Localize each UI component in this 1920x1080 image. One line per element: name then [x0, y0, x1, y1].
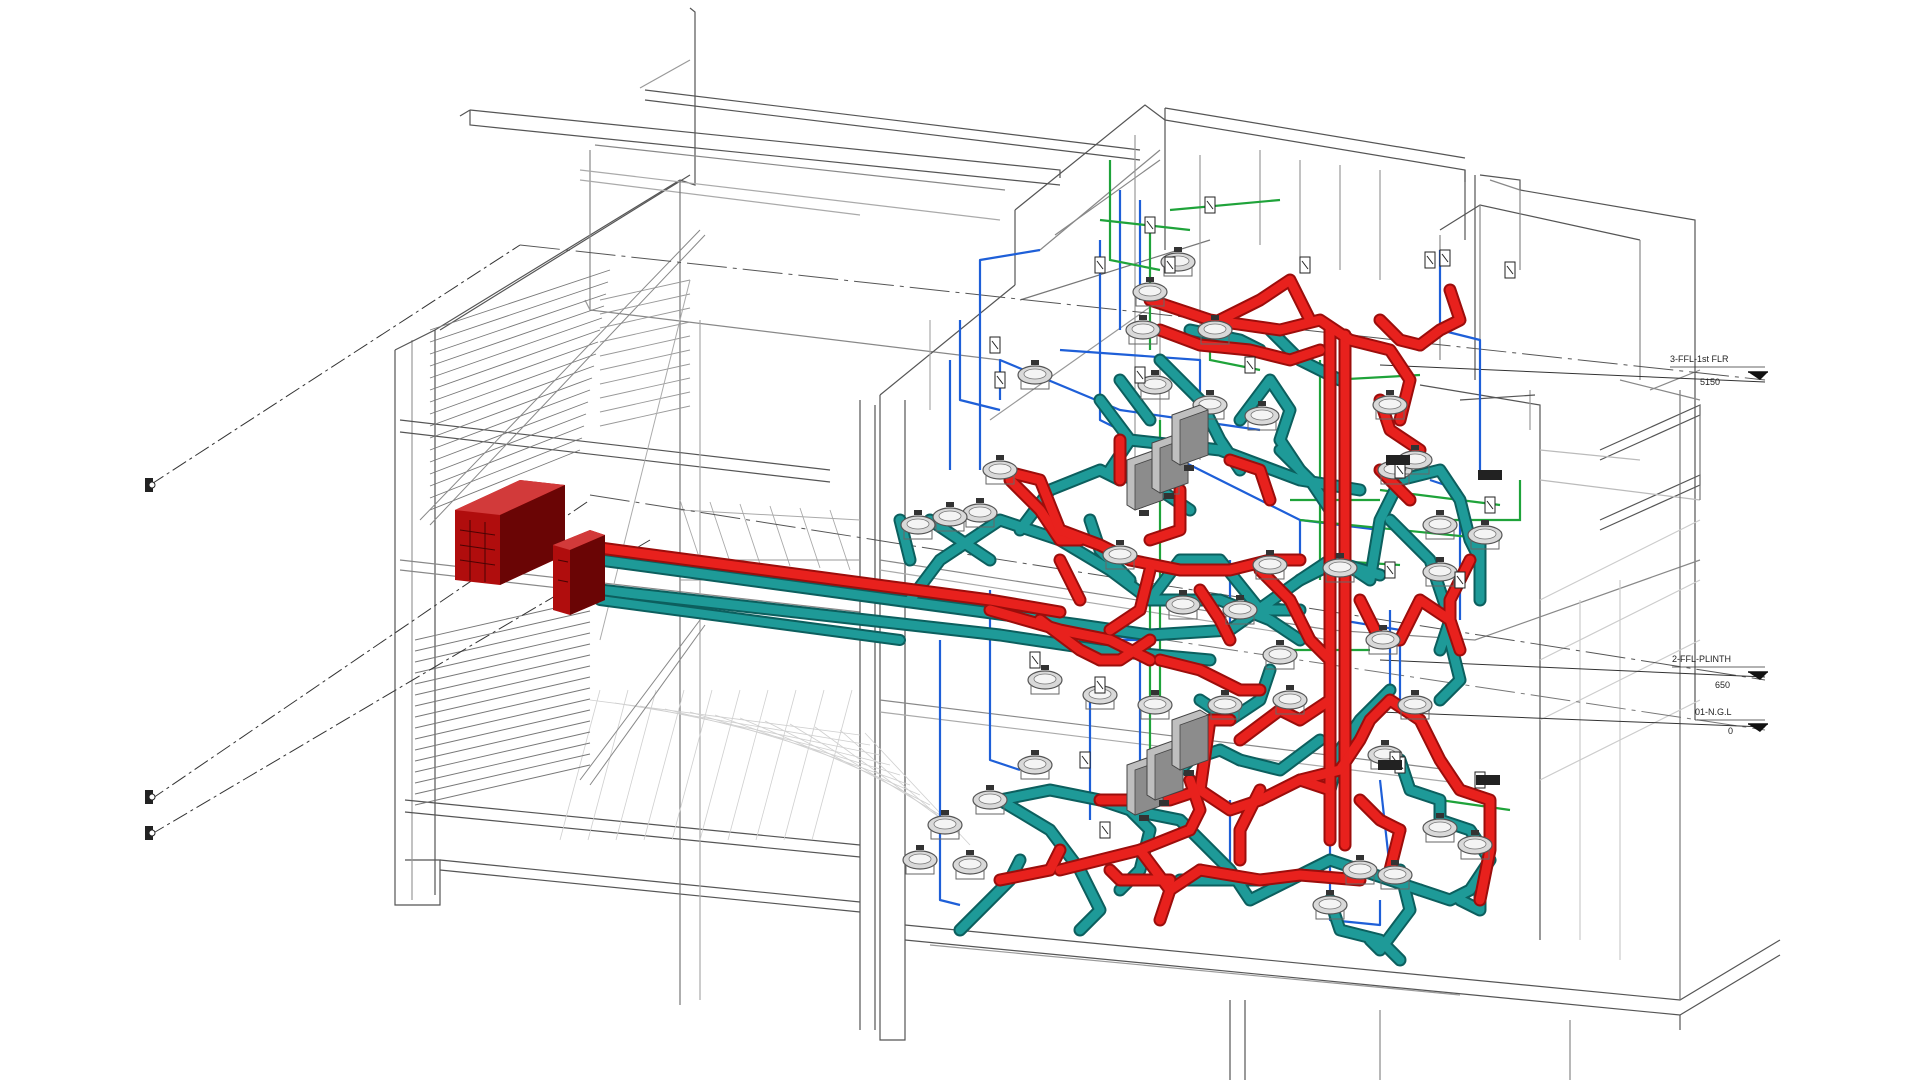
level-markers: 3-FFL-1st FLR 5150 2-FFL-PLINTH 650 01-N…	[1670, 354, 1768, 736]
level-01-ngl: 01-N.G.L 0	[1695, 707, 1768, 736]
inspection-chambers	[455, 480, 605, 615]
level-name: 2-FFL-PLINTH	[1672, 654, 1731, 664]
section-head-markers	[145, 478, 156, 840]
sanitary-fixture-icon	[1017, 360, 1053, 390]
sanitary-fixture-icon	[1222, 595, 1258, 625]
valve-box-icon	[1504, 261, 1516, 279]
inspection-chamber-large	[455, 480, 565, 585]
sanitary-fixture-icon	[1397, 690, 1433, 720]
sanitary-fixture-icon	[1377, 860, 1413, 890]
valve-box-icon	[1094, 256, 1106, 274]
section-head-icon	[145, 478, 156, 492]
valve-box-icon	[994, 371, 1006, 389]
valve-box-icon	[1094, 676, 1106, 694]
sanitary-fixture-icon	[972, 785, 1008, 815]
sanitary-fixture-icon	[900, 510, 936, 540]
sanitary-fixture-icon	[1322, 553, 1358, 583]
level-elevation: 5150	[1700, 377, 1720, 387]
level-head-triangle-icon	[1748, 724, 1768, 732]
valve-box-icon	[1099, 821, 1111, 839]
sanitary-fixture-icon	[1422, 510, 1458, 540]
valve-box-icon	[1079, 751, 1091, 769]
sanitary-fixture-icon	[982, 455, 1018, 485]
sanitary-fixture-icon	[1457, 830, 1493, 860]
valve-box-icon	[1134, 366, 1146, 384]
wall-panel-icon	[1378, 760, 1402, 770]
section-head-icon	[145, 790, 156, 804]
valve-box-icon	[1029, 651, 1041, 669]
sanitary-fixture-icon	[1422, 813, 1458, 843]
valve-box-icon	[1244, 356, 1256, 374]
section-head-icon	[145, 826, 156, 840]
level-name: 01-N.G.L	[1695, 707, 1732, 717]
level-name: 3-FFL-1st FLR	[1670, 354, 1729, 364]
level-head-triangle-icon	[1748, 672, 1768, 680]
sanitary-fixture-icon	[952, 850, 988, 880]
wc-cisterns	[1126, 404, 1209, 821]
sanitary-fixture-icon	[1132, 277, 1168, 307]
sanitary-fixture-icon	[1197, 315, 1233, 345]
valve-box-icon	[1299, 256, 1311, 274]
staircase	[414, 269, 851, 806]
valve-box-icon	[1384, 561, 1396, 579]
sanitary-fixture-icon	[962, 498, 998, 528]
sanitary-fixture-icon	[932, 502, 968, 532]
level-elevation: 650	[1715, 680, 1730, 690]
sanitary-fixture-icon	[1165, 590, 1201, 620]
sanitary-fixture-icon	[1312, 890, 1348, 920]
level-head-triangle-icon	[1748, 372, 1768, 380]
sanitary-fixture-icon	[1422, 557, 1458, 587]
wc-cistern-icon	[1171, 404, 1209, 471]
wall-panel-icon	[1478, 470, 1502, 480]
sanitary-fixtures	[900, 196, 1516, 920]
wall-panel-icon	[1476, 775, 1500, 785]
sanitary-fixture-icon	[1102, 540, 1138, 570]
sanitary-fixture-icon	[1372, 390, 1408, 420]
sanitary-fixture-icon	[1262, 640, 1298, 670]
valve-box-icon	[1144, 216, 1156, 234]
sanitary-fixture-icon	[902, 845, 938, 875]
level-2-ffl-plinth: 2-FFL-PLINTH 650	[1672, 654, 1768, 690]
sanitary-fixture-icon	[1027, 665, 1063, 695]
sanitary-fixture-icon	[1467, 520, 1503, 550]
sanitary-fixture-icon	[1244, 401, 1280, 431]
sanitary-fixture-icon	[1252, 550, 1288, 580]
sanitary-fixture-icon	[1125, 315, 1161, 345]
level-elevation: 0	[1728, 726, 1733, 736]
wall-panel-icon	[1386, 455, 1410, 465]
valve-box-icon	[1204, 196, 1216, 214]
valve-box-icon	[989, 336, 1001, 354]
sanitary-fixture-icon	[1017, 750, 1053, 780]
sanitary-fixture-icon	[1137, 690, 1173, 720]
sanitary-fixture-icon	[1365, 625, 1401, 655]
sanitary-fixture-icon	[1207, 690, 1243, 720]
valve-box-icon	[1164, 256, 1176, 274]
valve-box-icon	[1424, 251, 1436, 269]
level-3-ffl-1st-flr: 3-FFL-1st FLR 5150	[1670, 354, 1768, 387]
sanitary-fixture-icon	[1272, 685, 1308, 715]
sanitary-fixture-icon	[1137, 370, 1173, 400]
wc-cistern-icon	[1171, 709, 1209, 776]
sanitary-fixture-icon	[1342, 855, 1378, 885]
valve-box-icon	[1484, 496, 1496, 514]
valve-box-icon	[1439, 249, 1451, 267]
sanitary-fixture-icon	[927, 810, 963, 840]
inspection-chamber-small	[553, 530, 605, 615]
valve-box-icon	[1454, 571, 1466, 589]
